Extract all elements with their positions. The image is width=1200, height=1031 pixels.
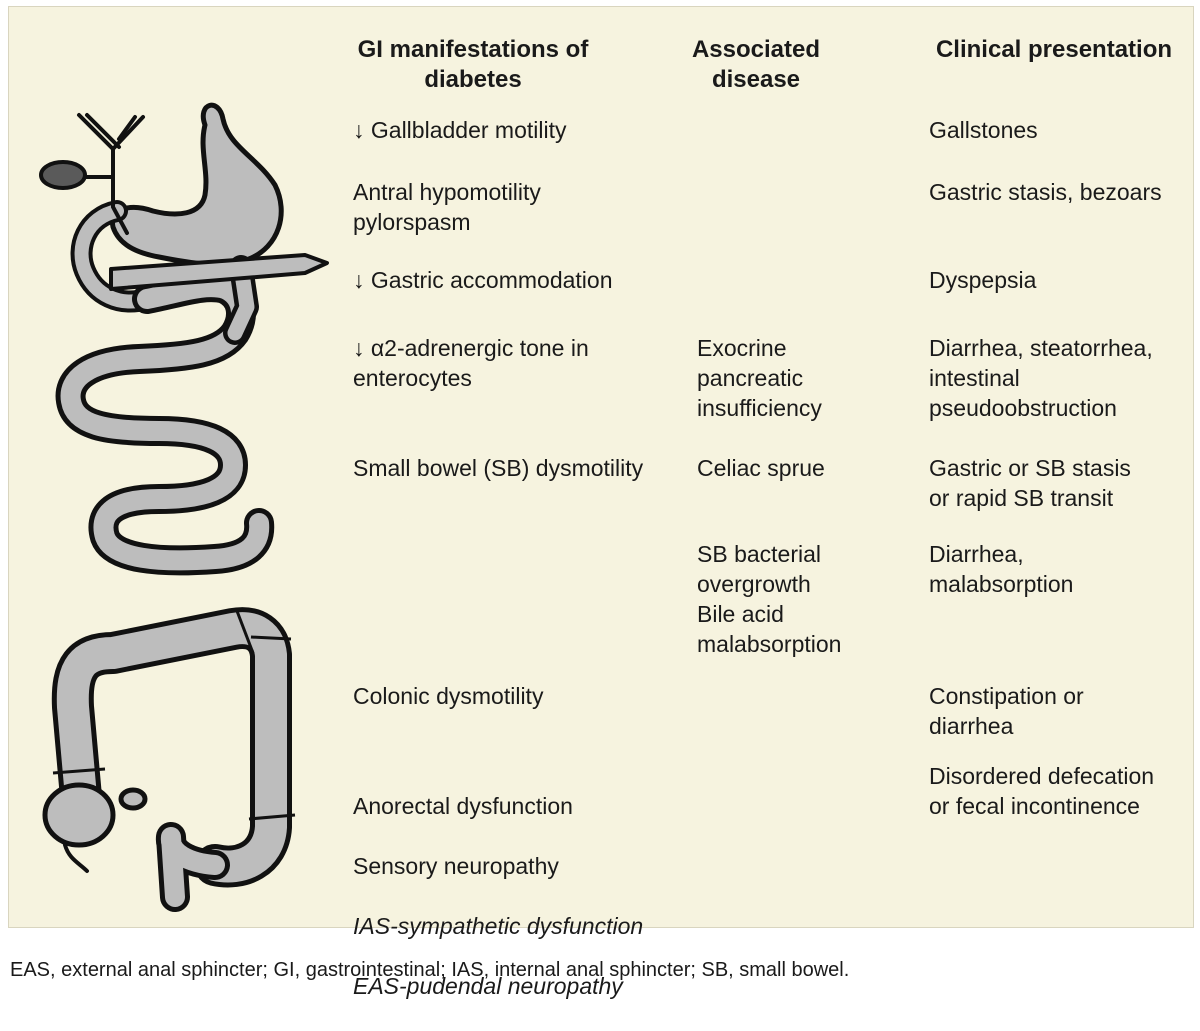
row-8-manifestation-line-1: Anorectal dysfunction — [353, 793, 573, 819]
stomach-shape — [110, 102, 284, 267]
row-8-manifestation: Anorectal dysfunction Sensory neuropathy… — [353, 761, 643, 1031]
row-2-presentation: Gastric stasis, bezoars — [929, 179, 1162, 205]
row-8-manifestation-line-3: IAS-sympathetic dysfunction — [353, 913, 644, 939]
footnote: EAS, external anal sphincter; GI, gastro… — [10, 959, 850, 981]
row-8-manifestation-line-4: EAS-pudendal neuropathy — [353, 973, 623, 999]
row-4-manifestation: ↓ α2-adrenergic tone in enterocytes — [353, 335, 589, 391]
row-4-presentation: Diarrhea, steatorrhea, intestinal pseudo… — [929, 335, 1153, 421]
row-6-presentation: Diarrhea, malabsorption — [929, 541, 1074, 597]
row-5-manifestation: Small bowel (SB) dysmotility — [353, 455, 644, 481]
header-gi-manifestations: GI manifestations of diabetes — [357, 36, 589, 93]
row-5-disease: Celiac sprue — [697, 455, 825, 481]
row-8-presentation: Disordered defecation or fecal incontine… — [929, 763, 1155, 819]
header-associated-disease: Associated disease — [691, 36, 821, 93]
gallbladder-shape — [39, 160, 87, 190]
row-8-manifestation-line-2: Sensory neuropathy — [353, 853, 559, 879]
row-3-manifestation: ↓ Gastric accommodation — [353, 267, 613, 293]
pancreas-shape — [109, 253, 329, 291]
table-panel: GI manifestations of diabetes Associated… — [8, 6, 1194, 999]
row-7-presentation: Constipation or diarrhea — [929, 683, 1084, 739]
row-4-disease: Exocrine pancreatic insufficiency — [697, 335, 822, 421]
row-7-manifestation: Colonic dysmotility — [353, 683, 544, 709]
row-1-manifestation: ↓ Gallbladder motility — [353, 117, 567, 143]
row-3-presentation: Dyspepsia — [929, 267, 1037, 293]
cecum-shape — [42, 782, 116, 848]
row-5-presentation: Gastric or SB stasis or rapid SB transit — [929, 455, 1131, 511]
row-6-disease: SB bacterial overgrowth Bile acid malabs… — [697, 541, 842, 657]
row-1-presentation: Gallstones — [929, 117, 1038, 143]
gi-tract-illustration — [39, 102, 329, 912]
row-2-manifestation: Antral hypomotility pylorspasm — [353, 179, 541, 235]
header-clinical-presentation: Clinical presentation — [935, 36, 1173, 63]
